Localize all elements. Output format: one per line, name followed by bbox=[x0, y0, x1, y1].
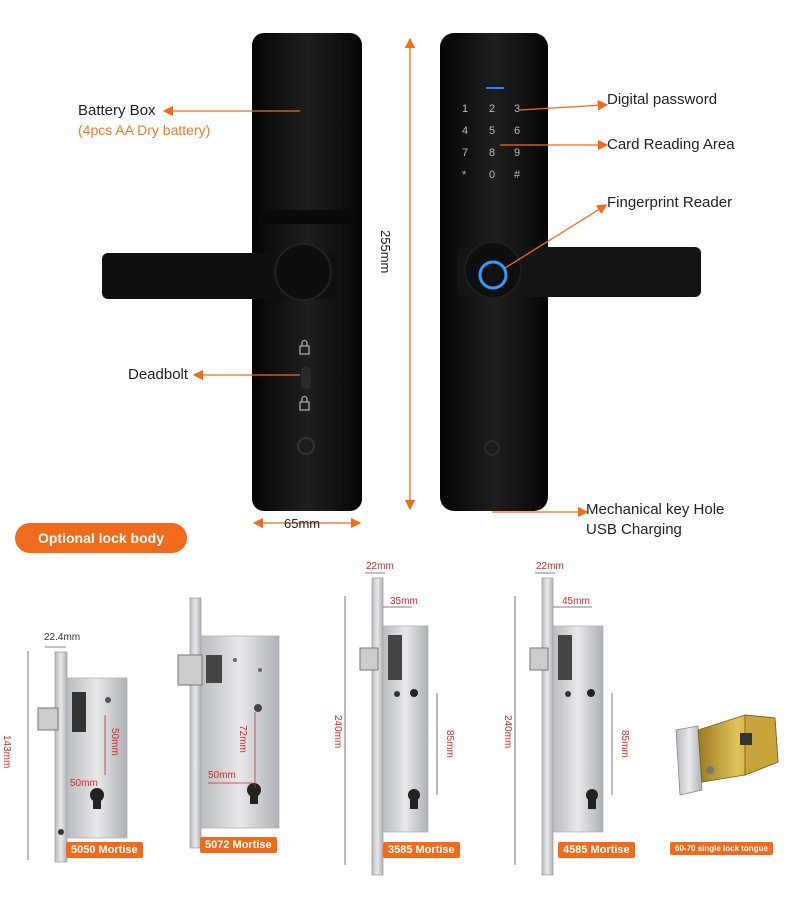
lock-body-4585 bbox=[514, 572, 613, 876]
width-dimension: 65mm bbox=[284, 516, 321, 531]
back-lock-panel bbox=[102, 33, 362, 511]
tag-5072-mortise: 5072 Mortise bbox=[200, 837, 277, 853]
keypad-key-4[interactable]: 4 bbox=[462, 125, 469, 137]
height-dimension: 255mm bbox=[378, 230, 393, 274]
keypad-key-5[interactable]: 5 bbox=[489, 125, 496, 137]
fingerprint-reader-label: Fingerprint Reader bbox=[607, 194, 733, 211]
dim-4585-center: 85mm bbox=[619, 730, 630, 758]
keypad-key-8[interactable]: 8 bbox=[489, 147, 496, 159]
keypad-key-star[interactable]: * bbox=[462, 169, 467, 181]
dim-5050-backset: 50mm bbox=[70, 778, 98, 789]
keypad-key-hash[interactable]: # bbox=[514, 169, 521, 181]
dim-5050-vertical: 50mm bbox=[109, 728, 120, 756]
digital-password-label: Digital password bbox=[607, 91, 718, 108]
keypad-key-1[interactable]: 1 bbox=[462, 103, 469, 115]
tag-4585-mortise: 4585 Mortise bbox=[558, 842, 635, 858]
keypad-key-9[interactable]: 9 bbox=[514, 147, 521, 159]
dim-5072-vertical: 72mm bbox=[237, 725, 248, 753]
lock-body-5050 bbox=[27, 646, 128, 863]
keypad-key-6[interactable]: 6 bbox=[514, 125, 521, 137]
mechanical-key-hole-label: Mechanical key Hole bbox=[586, 501, 725, 518]
usb-charging-label: USB Charging bbox=[586, 521, 682, 538]
lock-body-5072 bbox=[177, 597, 280, 849]
keypad-key-3[interactable]: 3 bbox=[514, 103, 521, 115]
deadbolt-label: Deadbolt bbox=[128, 366, 189, 383]
lock-body-3585 bbox=[344, 572, 438, 876]
battery-note-label: (4pcs AA Dry battery) bbox=[78, 122, 211, 138]
battery-box-label: Battery Box bbox=[78, 102, 156, 119]
dim-3585-width: 22mm bbox=[366, 561, 394, 572]
tag-5050-mortise: 5050 Mortise bbox=[66, 842, 143, 858]
tag-3585-mortise: 3585 Mortise bbox=[383, 842, 460, 858]
dim-5050-height: 143mm bbox=[1, 735, 12, 769]
dim-4585-height: 240mm bbox=[502, 715, 513, 749]
dim-4585-backset: 45mm bbox=[562, 596, 590, 607]
keypad-key-0[interactable]: 0 bbox=[489, 169, 496, 181]
keypad: 1 2 3 4 5 6 7 8 9 * 0 # bbox=[462, 103, 532, 191]
callout-arrows bbox=[162, 37, 609, 529]
dim-3585-center: 85mm bbox=[444, 730, 455, 758]
dim-4585-width: 22mm bbox=[536, 561, 564, 572]
dim-3585-backset: 35mm bbox=[390, 596, 418, 607]
single-latch bbox=[675, 714, 779, 796]
dim-3585-height: 240mm bbox=[332, 715, 343, 749]
optional-lock-body-title: Optional lock body bbox=[15, 523, 187, 553]
keypad-key-7[interactable]: 7 bbox=[462, 147, 469, 159]
keypad-key-2[interactable]: 2 bbox=[489, 103, 496, 115]
tag-single-lock-tongue: 60-70 single lock tongue bbox=[670, 842, 773, 855]
dim-5072-backset: 50mm bbox=[208, 770, 236, 781]
card-reading-area-label: Card Reading Area bbox=[607, 136, 735, 153]
dim-5050-width: 22.4mm bbox=[44, 632, 81, 643]
